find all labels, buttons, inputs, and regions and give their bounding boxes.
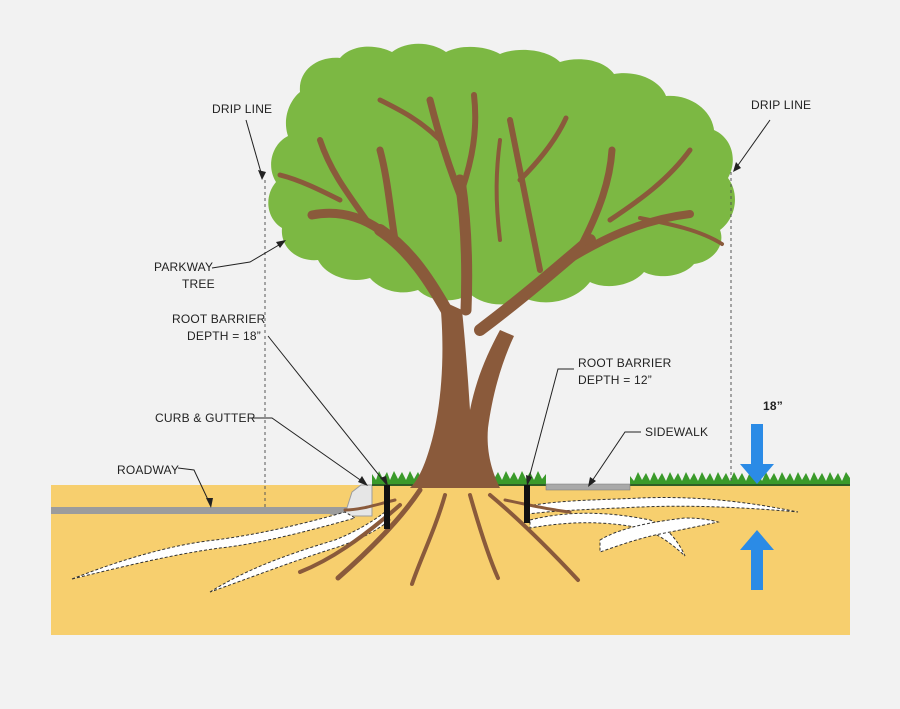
leader-lines: [177, 119, 771, 505]
root-barrier-left-label-2: DEPTH = 18”: [187, 329, 261, 343]
drip-line-left-label: DRIP LINE: [212, 102, 272, 116]
curb-gutter-label: CURB & GUTTER: [155, 411, 256, 425]
leader-arrowheads: [206, 162, 741, 508]
roadway-label: ROADWAY: [117, 463, 179, 477]
tree-trunk-roots: [277, 92, 724, 586]
root-barrier-left-label-1: ROOT BARRIER: [172, 312, 266, 326]
depth-arrow-up: [740, 530, 774, 590]
root-barrier-left: [384, 485, 390, 529]
depth-marker-label: 18”: [763, 399, 783, 413]
root-barrier-right-label-2: DEPTH = 12”: [578, 373, 652, 387]
depth-arrow-down: [740, 424, 774, 484]
parkway-tree-label-1: PARKWAY: [154, 260, 213, 274]
root-channels: [71, 497, 799, 593]
parkway-tree-label-2: TREE: [182, 277, 215, 291]
sidewalk-label: SIDEWALK: [645, 425, 708, 439]
root-barrier-right-label-1: ROOT BARRIER: [578, 356, 672, 370]
drip-line-right-label: DRIP LINE: [751, 98, 811, 112]
root-barrier-right: [524, 485, 530, 523]
roadway-surface: [51, 507, 361, 514]
